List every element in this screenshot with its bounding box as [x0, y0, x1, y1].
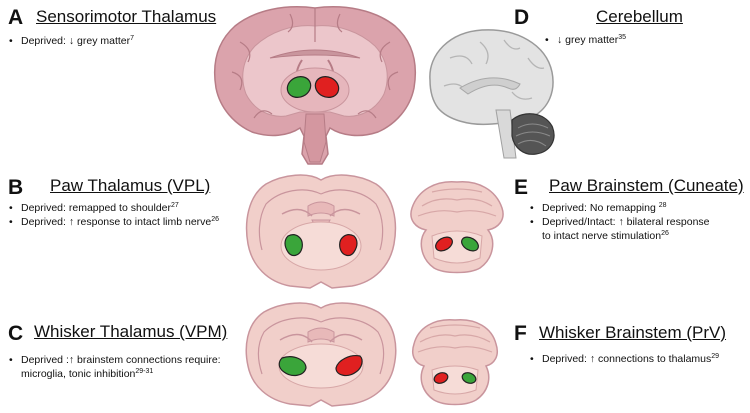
- deprived-prv-highlight: [433, 372, 449, 384]
- corpus-callosum: [459, 77, 521, 95]
- midline-structures: [307, 327, 335, 343]
- bullet-item: Deprived :↑ brainstem connections requir…: [8, 353, 238, 367]
- panel-title-e: Paw Brainstem (Cuneate): [549, 176, 744, 195]
- bullet-item: Deprived: ↑ connections to thalamus29: [529, 352, 747, 366]
- bullet-list-c: Deprived :↑ brainstem connections requir…: [8, 353, 238, 381]
- bullet-item: Deprived: remapped to shoulder27: [8, 201, 238, 215]
- panel-letter-f: F: [514, 322, 527, 345]
- corpus-callosum: [269, 49, 361, 59]
- bullet-list-e: Deprived: No remapping 28 Deprived/Intac…: [529, 201, 747, 243]
- sagittal-brain-cerebellum-illustration: [429, 29, 555, 159]
- deprived-vpl-highlight: [339, 234, 358, 257]
- hippocampus: [279, 333, 363, 343]
- bullet-item-continuation: to intact nerve stimulation26: [542, 230, 669, 242]
- panel-title-f: Whisker Brainstem (PrV): [539, 323, 727, 342]
- thalamus-region: [280, 221, 362, 271]
- cortex-inner-boundary: [257, 317, 385, 375]
- intact-vpl-highlight: [284, 234, 303, 257]
- bullet-item-continuation: microglia, tonic inhibition29-31: [21, 368, 154, 380]
- deprived-vpm-highlight: [335, 355, 363, 377]
- panel-title-d: Cerebellum: [596, 7, 683, 26]
- bullet-list-a: Deprived: ↓ grey matter7: [8, 34, 208, 48]
- cortex-inner-boundary: [258, 189, 384, 251]
- intact-prv-highlight: [461, 372, 477, 384]
- panel-title-a: Sensorimotor Thalamus: [36, 7, 217, 26]
- cerebellar-folia: [417, 188, 497, 217]
- rat-coronal-section-vpl-illustration: [245, 174, 397, 289]
- bullet-list-d: ↓ grey matter35: [544, 33, 744, 47]
- panel-title-b: Paw Thalamus (VPL): [50, 176, 211, 195]
- bullet-item: Deprived: No remapping 28: [529, 201, 747, 215]
- brainstem: [495, 109, 517, 159]
- bullet-item: Deprived: ↑ response to intact limb nerv…: [8, 215, 238, 229]
- intact-vpm-highlight: [278, 356, 307, 377]
- deprived-cuneate-highlight: [435, 236, 453, 252]
- bullet-item: Deprived: ↓ grey matter7: [8, 34, 208, 48]
- panel-letter-c: C: [8, 322, 24, 345]
- bullet-item: Deprived/Intact: ↑ bilateral response: [529, 215, 747, 229]
- panel-letter-d: D: [514, 6, 530, 29]
- bullet-item: ↓ grey matter35: [544, 33, 744, 47]
- cerebrum-gyri: [443, 39, 545, 100]
- brainstem: [303, 113, 327, 163]
- intact-cuneate-highlight: [461, 236, 479, 252]
- cerebellum-highlight: [511, 113, 555, 155]
- rat-coronal-section-vpm-illustration: [245, 302, 397, 407]
- panel-letter-e: E: [514, 176, 529, 199]
- cerebellar-folia: [417, 324, 493, 353]
- cerebrum-outline: [429, 29, 554, 126]
- panel-letter-a: A: [8, 6, 24, 29]
- rat-brainstem-prv-illustration: [412, 319, 498, 406]
- cerebellum-folia: [515, 123, 551, 147]
- deprived-thalamus-highlight: [314, 76, 340, 98]
- rat-brainstem-cuneate-illustration: [410, 181, 504, 274]
- intact-thalamus-highlight: [286, 76, 312, 98]
- cortical-sulci: [231, 8, 399, 119]
- panel-title-c: Whisker Thalamus (VPM): [34, 322, 228, 341]
- bullet-list-b: Deprived: remapped to shoulder27 Deprive…: [8, 201, 238, 229]
- human-coronal-brain-illustration: [213, 6, 417, 165]
- panel-letter-b: B: [8, 176, 24, 199]
- bullet-list-f: Deprived: ↑ connections to thalamus29: [529, 352, 747, 366]
- hippocampus: [281, 208, 361, 217]
